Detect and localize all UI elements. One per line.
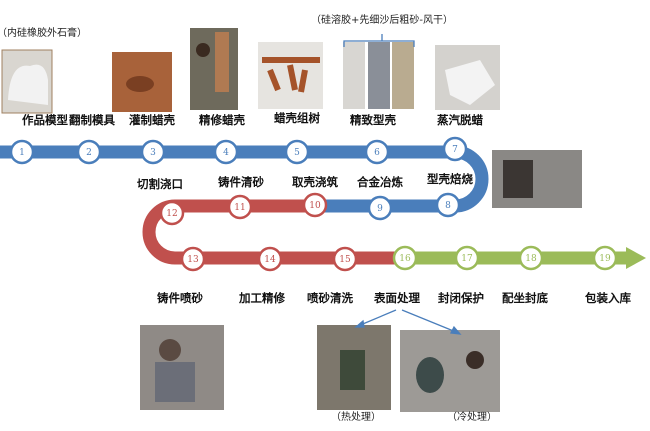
step-circle [302,192,328,218]
step-circle [284,139,310,165]
step-node-16: 16 [392,245,418,271]
photo-shell-3 [392,42,414,109]
step-label-16: 表面处理 [373,291,420,305]
step-label-18: 配坐封底 [502,291,548,305]
step-number: 19 [599,254,611,264]
step-number: 3 [150,148,156,158]
photo-shell-2 [368,42,390,109]
step-node-13: 13 [180,246,206,272]
step-circle [332,246,358,272]
shell-note: （硅溶胶+先细沙后粗砂-风干） [311,13,453,26]
mold-note: （内硅橡胶外石膏） [0,26,87,39]
step-number: 10 [309,201,321,211]
step-node-8: 8 [435,192,461,218]
step-number: 16 [399,254,411,264]
photos [1,28,582,412]
step-label-3: 灌制蜡壳 [129,113,175,127]
step-number: 2 [86,148,92,158]
branch-arrows [354,309,462,335]
step-circle [213,139,239,165]
step-node-6: 6 [364,139,390,165]
step-number: 15 [339,255,351,265]
heat-caption: （热处理） [331,410,381,423]
step-circle [392,245,418,271]
step-number: 17 [461,254,473,264]
step-label-7: 蒸汽脱蜡 [437,113,483,127]
step-circle [227,194,253,220]
step-label-6: 精致型壳 [350,113,396,127]
step-number: 12 [166,209,177,219]
step-label-4: 精修蜡壳 [199,113,245,127]
step-node-3: 3 [140,139,166,165]
step-node-7: 7 [442,136,468,162]
photo-wax-repair [190,28,238,110]
step-label-15: 喷砂清洗 [307,291,353,305]
step-circle [9,139,35,165]
step-node-9: 9 [367,195,393,221]
step-circle [140,139,166,165]
step-circle [76,139,102,165]
step-label-17: 封闭保护 [438,291,484,305]
step-node-4: 4 [213,139,239,165]
step-label-14: 加工精修 [238,291,285,305]
step-circle [159,200,185,226]
step-circle [435,192,461,218]
step-number: 8 [445,201,451,211]
step-node-10: 10 [302,192,328,218]
step-label-12: 切割浇口 [137,177,183,191]
step-node-17: 17 [454,245,480,271]
step-number: 5 [294,148,300,158]
shell-bracket [343,34,415,47]
step-circle [442,136,468,162]
step-node-18: 18 [518,245,544,271]
step-label-5: 蜡壳组树 [274,111,320,125]
step-label-2: 翻制模具 [69,113,115,127]
step-node-12: 12 [159,200,185,226]
step-number: 4 [223,148,229,158]
step-node-11: 11 [227,194,253,220]
step-label-1: 作品模型 [22,113,68,127]
step-circle [454,245,480,271]
step-node-2: 2 [76,139,102,165]
step-number: 14 [264,255,276,265]
step-number: 18 [525,254,537,264]
photo-cold-treatment [400,330,500,412]
step-label-19: 包装入库 [584,291,631,305]
cold-caption: （冷处理） [447,410,497,423]
photo-shell-1 [343,42,365,109]
step-number: 1 [19,148,25,158]
step-number: 7 [452,145,458,155]
step-node-19: 19 [592,245,618,271]
step-number: 9 [377,204,383,214]
step-circle [180,246,206,272]
step-label-9: 合金冶炼 [357,175,403,189]
step-node-14: 14 [257,246,283,272]
step-circle [592,245,618,271]
step-node-1: 1 [9,139,35,165]
step-label-13: 铸件喷砂 [157,291,203,305]
step-circle [367,195,393,221]
step-circle [257,246,283,272]
step-number: 6 [374,148,380,158]
step-number: 11 [234,203,245,213]
step-number: 13 [187,255,199,265]
step-label-10: 取壳浇筑 [292,175,338,189]
step-node-5: 5 [284,139,310,165]
step-circle [364,139,390,165]
step-label-8: 型壳焙烧 [427,172,473,186]
step-circle [518,245,544,271]
step-label-11: 铸件清砂 [218,175,264,189]
step-node-15: 15 [332,246,358,272]
